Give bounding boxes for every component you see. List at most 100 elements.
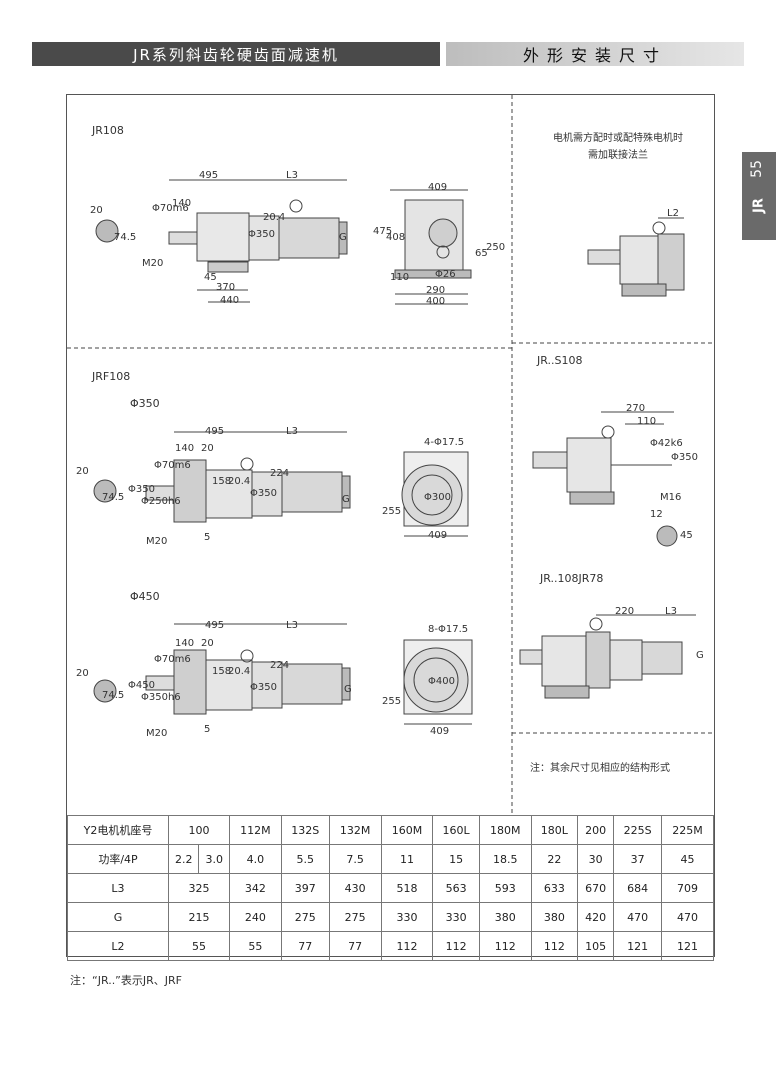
jrf108-450-dim-5: 5 — [204, 724, 211, 735]
jrf108-450-shaft-section — [93, 679, 117, 703]
table-cell: 132S — [280, 815, 330, 845]
table-cell: 15 — [432, 844, 480, 874]
jrf108-350-dim-255: 255 — [382, 506, 402, 517]
jr108-dim-409: 409 — [428, 182, 448, 193]
jr108-dim-370: 370 — [216, 282, 236, 293]
table-cell: 633 — [530, 873, 579, 903]
table-cell: 77 — [328, 931, 382, 961]
jr108-dim-495: 495 — [199, 170, 219, 181]
jr108-end-view — [390, 189, 472, 305]
row-header: L2 — [67, 931, 169, 961]
table-cell: 380 — [530, 902, 579, 932]
table-cell: 160M — [380, 815, 434, 845]
jr108-dim-400: 400 — [426, 296, 446, 307]
table-cell: 430 — [328, 873, 382, 903]
jrf108-350-dim-140: 140 — [175, 443, 195, 454]
table-cell: 3.0 — [198, 844, 230, 874]
table-cell: 275 — [328, 902, 382, 932]
jrf108-450-dim-phi350-motor: Φ350 — [250, 682, 277, 693]
jrf108-sub-350: Φ350 — [130, 397, 160, 410]
jrf108-450-dim-phi70m6: Φ70m6 — [154, 654, 191, 665]
jr108-title: JR108 — [92, 124, 124, 137]
flange-note-line1: 电机需方配时或配特殊电机时 — [553, 133, 683, 144]
jrf108-450-side-view — [145, 623, 351, 715]
table-cell: 11 — [380, 844, 434, 874]
jrf108-450-dim-phi350h6: Φ350h6 — [141, 692, 181, 703]
jrf108-450-dim-74-5: 74.5 — [102, 690, 125, 701]
jrs108-dim-12: 12 — [650, 509, 663, 520]
jr108-dim-phi26: Φ26 — [435, 269, 456, 280]
jrs108-dim-45: 45 — [680, 530, 693, 541]
note-other-dimensions: 注：其余尺寸见相应的结构形式 — [530, 763, 670, 774]
table-cell: 420 — [577, 902, 615, 932]
jr108-dim-65: 65 — [475, 248, 488, 259]
jrf108-450-dim-g: G — [344, 684, 352, 695]
jrf108-450-dim-m20: M20 — [146, 728, 168, 739]
table-row: L2 55 55 77 77 112 112 112 112 105 121 1… — [67, 931, 714, 961]
jrf108-450-dim-140: 140 — [175, 638, 195, 649]
table-cell: 670 — [577, 873, 615, 903]
table-cell: 325 — [168, 873, 230, 903]
jrf108-350-dim-20a: 20 — [201, 443, 214, 454]
footnote: 注：“JR..”表示JR、JRF — [70, 974, 182, 987]
table-cell: 518 — [380, 873, 434, 903]
table-cell: 55 — [168, 931, 230, 961]
jr108-dim-475: 475 — [373, 226, 393, 237]
jr108jr78-title: JR..108JR78 — [540, 572, 604, 585]
table-row: Y2电机机座号 100 112M 132S 132M 160M 160L 180… — [67, 815, 714, 845]
table-cell: 18.5 — [478, 844, 532, 874]
table-cell: 7.5 — [328, 844, 382, 874]
table-cell: 37 — [613, 844, 663, 874]
row-header: L3 — [67, 873, 169, 903]
jrs108-dim-m16: M16 — [660, 492, 682, 503]
table-row: L3 325 342 397 430 518 563 593 633 670 6… — [67, 873, 714, 903]
table-cell: 22 — [530, 844, 579, 874]
table-cell: 593 — [478, 873, 532, 903]
jr108-dim-m20: M20 — [142, 258, 164, 269]
jrf108-450-dim-l3: L3 — [286, 620, 298, 631]
jr108-dim-74-5: 74.5 — [114, 232, 137, 243]
jrf108-450-end-view — [403, 639, 473, 725]
table-cell: 380 — [478, 902, 532, 932]
jrf108-450-dim-phi400: Φ400 — [428, 676, 455, 687]
jr108-side-view — [168, 179, 348, 303]
table-cell: 2.2 — [167, 844, 200, 874]
table-cell: 397 — [280, 873, 330, 903]
jr108-dim-l3: L3 — [286, 170, 298, 181]
jr108-dim-45: 45 — [204, 272, 217, 283]
jrf108-350-dim-158: 158 — [212, 476, 232, 487]
jrf108-350-dim-5: 5 — [204, 532, 211, 543]
jrf108-450-dim-158: 158 — [212, 666, 232, 677]
jrf108-350-dim-20-4: 20.4 — [228, 476, 251, 487]
row-header: 功率/4P — [67, 844, 169, 874]
table-cell: 470 — [661, 902, 714, 932]
table-cell: 112 — [432, 931, 480, 961]
table-cell: 200 — [577, 815, 615, 845]
jr108-dim-290: 290 — [426, 285, 446, 296]
jr108-dim-440: 440 — [220, 295, 240, 306]
jrf108-450-dim-255: 255 — [382, 696, 402, 707]
jrf108-350-dim-phi300: Φ300 — [424, 492, 451, 503]
flange-note-line2: 需加联接法兰 — [588, 150, 648, 161]
jrf108-450-dim-20-4: 20.4 — [228, 666, 251, 677]
jr108jr78-dim-l3: L3 — [665, 606, 677, 617]
table-cell: 100 — [168, 815, 230, 845]
table-cell: 30 — [577, 844, 615, 874]
flange-note: 电机需方配时或配特殊电机时 需加联接法兰 — [520, 130, 716, 164]
jrf108-350-dim-phi350: Φ350 — [128, 484, 155, 495]
jrf108-350-dim-phi250h6: Φ250h6 — [141, 496, 181, 507]
jr108-dim-g: G — [339, 232, 347, 243]
table-cell: 225S — [613, 815, 663, 845]
table-cell: 180M — [478, 815, 532, 845]
motor-dimension-table: Y2电机机座号 100 112M 132S 132M 160M 160L 180… — [67, 815, 714, 961]
jrf108-350-dim-74-5: 74.5 — [102, 492, 125, 503]
jr108-dim-110: 110 — [390, 272, 410, 283]
page-side-tab: 55 JR — [742, 152, 776, 240]
jrf108-title: JRF108 — [92, 370, 131, 383]
jr108-dim-408: 408 — [386, 232, 406, 243]
jrf108-450-dim-495: 495 — [205, 620, 225, 631]
jr108-shaft-section — [95, 219, 119, 243]
jrf108-350-dim-g: G — [342, 494, 350, 505]
jrf108-350-dim-phi350-motor: Φ350 — [250, 488, 277, 499]
